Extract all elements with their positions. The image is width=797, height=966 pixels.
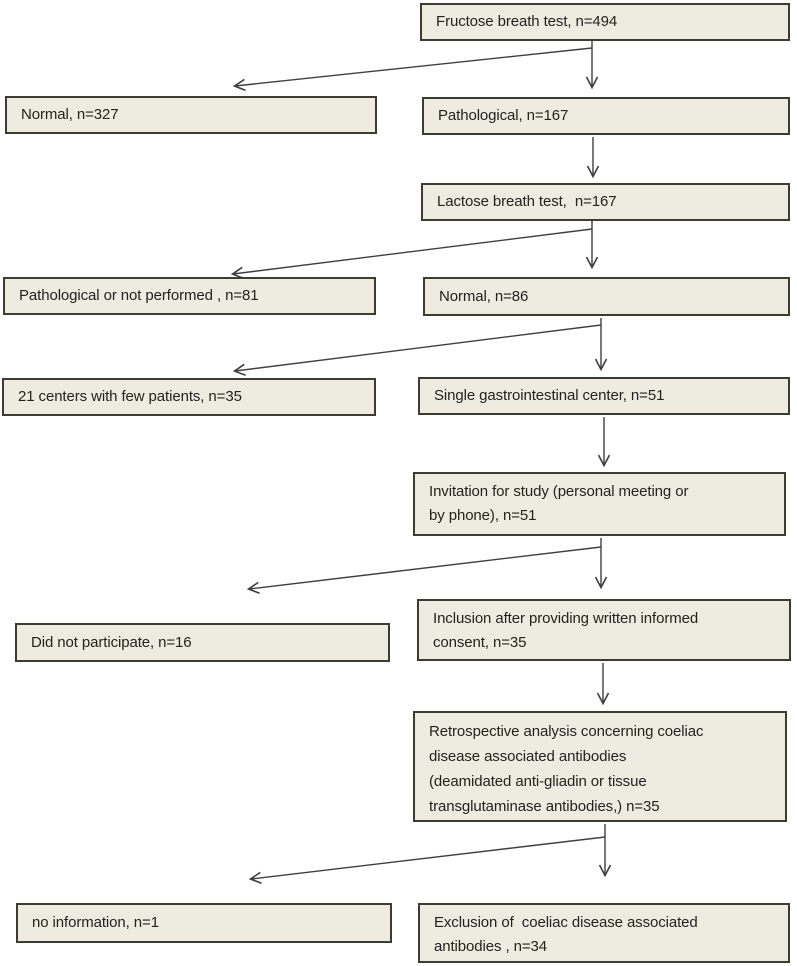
arrow-invitation-to-didnot xyxy=(246,546,602,595)
node-retrospective-analysis: Retrospective analysis concerning coelia… xyxy=(413,711,787,822)
node-pathological-not-performed: Pathological or not performed , n=81 xyxy=(3,277,376,315)
node-no-information: no information, n=1 xyxy=(16,903,392,943)
arrow-fructose-to-normal327 xyxy=(232,47,593,92)
node-centers-few-patients: 21 centers with few patients, n=35 xyxy=(2,378,376,416)
node-did-not-participate: Did not participate, n=16 xyxy=(15,623,390,662)
node-normal-86: Normal, n=86 xyxy=(423,277,790,316)
node-invitation-for-study: Invitation for study (personal meeting o… xyxy=(413,472,786,536)
node-pathological-167: Pathological, n=167 xyxy=(422,97,790,135)
node-inclusion-consent: Inclusion after providing written inform… xyxy=(417,599,791,661)
node-exclusion-antibodies: Exclusion of coeliac disease associated … xyxy=(418,903,790,963)
arrow-retrospective-to-noinfo xyxy=(248,836,606,885)
arrow-normal86-to-centers xyxy=(232,324,602,376)
node-lactose-breath-test: Lactose breath test, n=167 xyxy=(421,183,790,221)
node-normal-327: Normal, n=327 xyxy=(5,96,377,134)
arrow-lactose-to-notperformed xyxy=(230,228,593,279)
node-single-gi-center: Single gastrointestinal center, n=51 xyxy=(418,377,790,415)
node-fructose-breath-test: Fructose breath test, n=494 xyxy=(420,3,790,41)
